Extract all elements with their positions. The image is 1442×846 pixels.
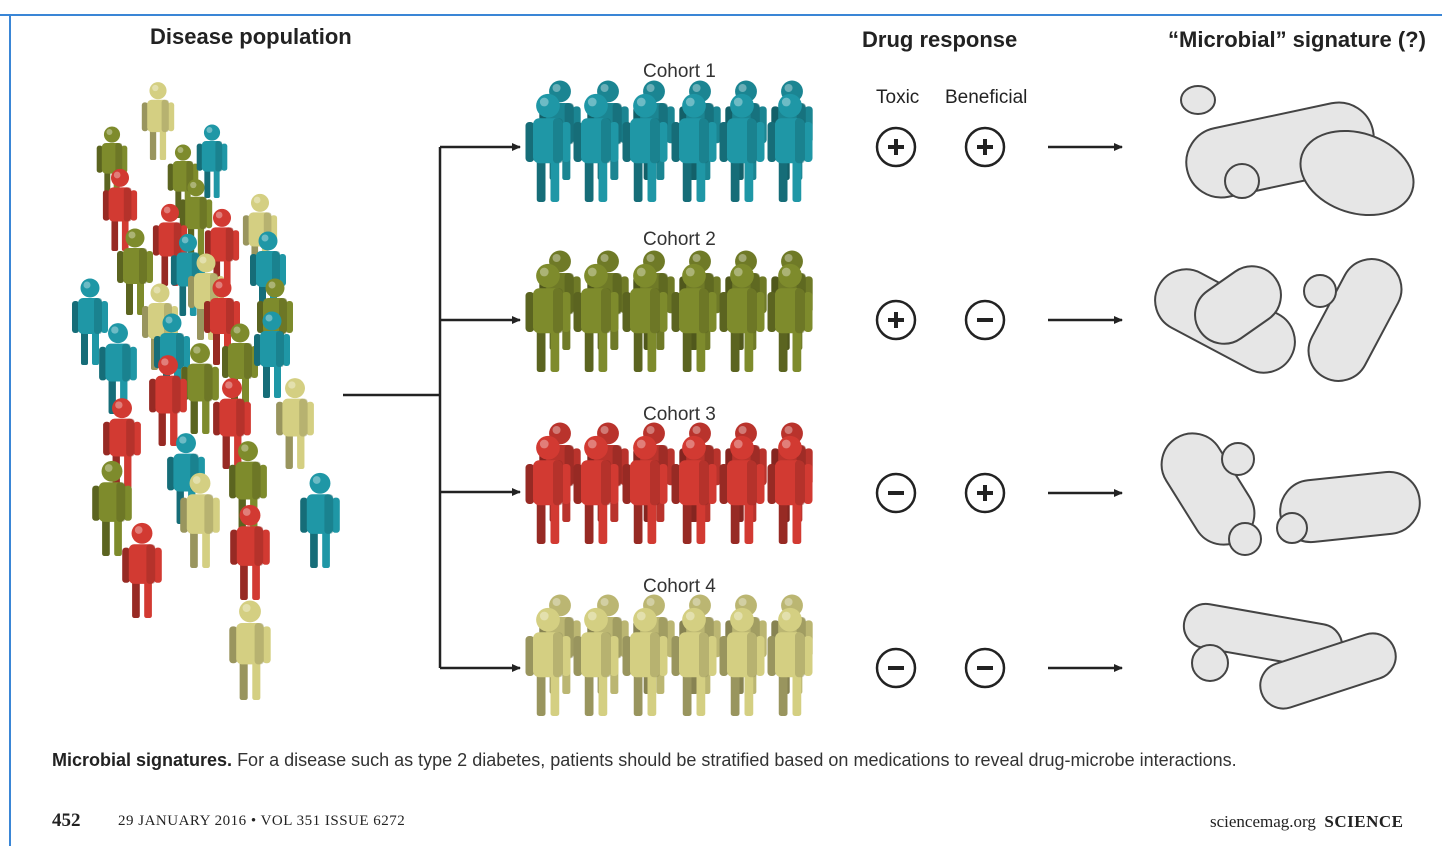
cohort-person xyxy=(671,435,717,544)
cohort-1-label: Cohort 1 xyxy=(643,61,716,82)
crowd-person xyxy=(72,278,108,365)
cohort-2-beneficial-symbol xyxy=(964,299,1006,341)
crowd-person xyxy=(99,323,137,414)
cohort-person xyxy=(719,93,765,202)
cohort-person xyxy=(622,93,668,202)
cohort-person xyxy=(525,435,571,544)
site-name: sciencemag.org xyxy=(1210,812,1316,831)
crowd-person xyxy=(196,124,228,198)
cohort-2-toxic-symbol xyxy=(875,299,917,341)
journal-name: SCIENCE xyxy=(1324,812,1404,831)
cohort-person xyxy=(525,263,571,372)
microbial-signature-1 xyxy=(1180,85,1415,217)
cohort-1-group xyxy=(525,80,813,202)
crowd-person xyxy=(117,228,153,315)
cohort-person xyxy=(573,435,619,544)
disease-population-header: Disease population xyxy=(150,24,352,49)
drug-response-header: Drug response xyxy=(862,27,1018,52)
toxic-column-label: Toxic xyxy=(876,87,920,108)
microbial-signature-header: “Microbial” signature (?) xyxy=(1168,27,1426,52)
cohort-person xyxy=(767,607,813,716)
cohort-3-beneficial-symbol xyxy=(964,472,1006,514)
cohort-3-toxic-symbol xyxy=(875,472,917,514)
crowd-person xyxy=(103,398,141,489)
caption-title: Microbial signatures. xyxy=(52,750,233,770)
cohort-person xyxy=(622,435,668,544)
crowd-person xyxy=(230,504,270,600)
cohort-1-toxic-symbol xyxy=(875,126,917,168)
cohort-3-group xyxy=(525,422,813,544)
crowd-person xyxy=(276,378,314,469)
figure-caption: Microbial signatures. For a disease such… xyxy=(52,750,1237,771)
microbial-signature-2 xyxy=(1154,258,1403,382)
cohort-4-group xyxy=(525,594,813,716)
cohort-2-label: Cohort 2 xyxy=(643,229,716,250)
crowd-person xyxy=(229,600,271,700)
cohort-4-toxic-symbol xyxy=(875,647,917,689)
cohort-3-label: Cohort 3 xyxy=(643,404,716,425)
disease-population-crowd xyxy=(72,82,340,700)
cohort-person xyxy=(767,93,813,202)
cohort-person xyxy=(525,93,571,202)
caption-text: For a disease such as type 2 diabetes, p… xyxy=(237,750,1237,770)
crowd-person xyxy=(149,355,187,446)
crowd-person xyxy=(250,231,286,318)
crowd-person xyxy=(102,168,138,251)
branch-connector xyxy=(343,143,521,672)
cohort-person xyxy=(767,263,813,372)
crowd-person xyxy=(300,472,340,568)
cohort-2-group xyxy=(525,250,813,372)
page-frame-left xyxy=(9,14,11,846)
crowd-person xyxy=(181,343,219,434)
signature-arrows xyxy=(1048,143,1123,672)
cohort-person xyxy=(671,607,717,716)
crowd-person xyxy=(213,378,251,469)
cohort-person xyxy=(719,263,765,372)
microbial-signature-4 xyxy=(1182,602,1397,710)
cohort-person xyxy=(525,607,571,716)
cohort-person xyxy=(671,263,717,372)
footer-site: sciencemag.org SCIENCE xyxy=(1210,812,1404,832)
cohort-person xyxy=(767,435,813,544)
cohort-person xyxy=(719,607,765,716)
issue-info: 29 JANUARY 2016 • VOL 351 ISSUE 6272 xyxy=(118,813,406,829)
cohort-person xyxy=(719,435,765,544)
crowd-person xyxy=(180,472,220,568)
cohort-1-beneficial-symbol xyxy=(964,126,1006,168)
page-frame-top xyxy=(0,14,1442,16)
crowd-person xyxy=(254,311,290,398)
page-number: 452 xyxy=(52,810,81,831)
crowd-person xyxy=(179,179,213,257)
crowd-person xyxy=(92,460,132,556)
microbial-signature-3 xyxy=(1160,432,1421,556)
beneficial-column-label: Beneficial xyxy=(945,87,1028,108)
cohort-person xyxy=(573,93,619,202)
crowd-person xyxy=(141,82,175,160)
crowd-person xyxy=(122,522,162,618)
crowd-person xyxy=(229,441,267,532)
cohort-person xyxy=(671,93,717,202)
cohort-4-beneficial-symbol xyxy=(964,647,1006,689)
cohort-person xyxy=(622,263,668,372)
cohort-person xyxy=(622,607,668,716)
cohort-person xyxy=(573,607,619,716)
cohort-4-label: Cohort 4 xyxy=(643,576,716,597)
cohort-person xyxy=(573,263,619,372)
